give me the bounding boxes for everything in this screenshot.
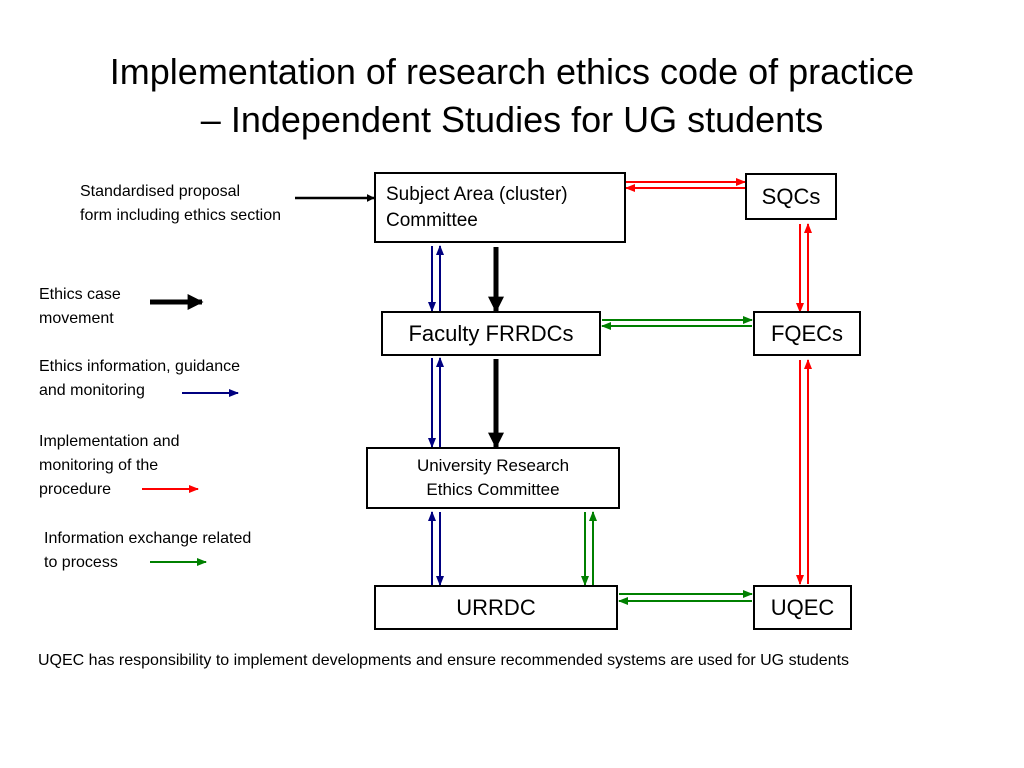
- slide-title: Implementation of research ethics code o…: [0, 48, 1024, 144]
- legend-exchange-label: Information exchange related to process: [44, 530, 252, 571]
- fqecs-label: FQECs: [770, 320, 844, 346]
- subject-area-committee-label: Subject Area (cluster) Committee: [386, 184, 568, 231]
- title-line-2: – Independent Studies for UG students: [200, 99, 824, 140]
- university-research-ethics-committee-box: University Research Ethics Committee: [366, 447, 620, 509]
- urrdc-box: URRDC: [374, 585, 618, 630]
- proposal-form-label: Standardised proposal form including eth…: [80, 183, 281, 224]
- fqecs-box: FQECs: [753, 311, 861, 356]
- university-research-ethics-committee-label: University Research Ethics Committee: [416, 456, 570, 499]
- uqec-box: UQEC: [753, 585, 852, 630]
- sqcs-box: SQCs: [745, 173, 837, 220]
- subject-area-committee-box: Subject Area (cluster) Committee: [374, 172, 626, 243]
- uqec-label: UQEC: [770, 594, 835, 620]
- title-line-1: Implementation of research ethics code o…: [109, 51, 915, 92]
- sqcs-label: SQCs: [761, 183, 821, 209]
- legend-case-movement-label: Ethics case movement: [39, 286, 121, 327]
- legend-guidance-label: Ethics information, guidance and monitor…: [39, 358, 240, 399]
- urrdc-label: URRDC: [456, 594, 536, 620]
- faculty-frrdcs-box: Faculty FRRDCs: [381, 311, 601, 356]
- uqec-responsibility-note: UQEC has responsibility to implement dev…: [38, 652, 850, 669]
- legend-implementation-label: Implementation and monitoring of the pro…: [39, 433, 180, 498]
- faculty-frrdcs-label: Faculty FRRDCs: [408, 320, 574, 346]
